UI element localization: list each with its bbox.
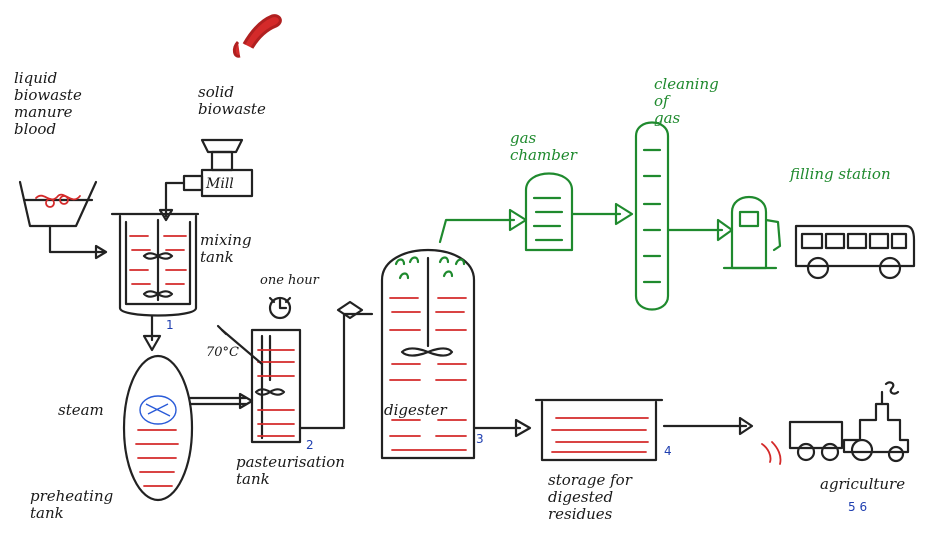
label-cleaning-of-gas: cleaning of gas bbox=[654, 75, 719, 127]
solid-biowaste-icon bbox=[232, 14, 282, 58]
pasteurisation-tank bbox=[216, 296, 374, 444]
gas-line bbox=[438, 121, 782, 311]
label-gas-chamber: gas chamber bbox=[510, 129, 577, 164]
liquid-hopper bbox=[18, 180, 108, 260]
label-filling-station: filling station bbox=[790, 165, 891, 183]
preheating-tank bbox=[122, 354, 254, 502]
label-solid-biowaste: solid biowaste bbox=[198, 83, 266, 118]
label-agriculture: agriculture bbox=[820, 475, 906, 493]
label-digester: digester bbox=[384, 401, 447, 419]
step-number-4: 4 bbox=[664, 444, 672, 458]
label-liquid-biowaste: liquid biowaste manure blood bbox=[14, 69, 82, 138]
label-temperature: 70°C bbox=[206, 345, 239, 360]
label-storage: storage for digested residues bbox=[548, 471, 632, 523]
label-pasteurisation-tank: pasteurisation tank bbox=[236, 453, 345, 488]
step-number-2: 2 bbox=[306, 438, 314, 452]
step-number-5-6: 5 6 bbox=[848, 500, 868, 514]
label-mixing-tank: mixing tank bbox=[200, 231, 252, 266]
label-preheating-tank: preheating tank bbox=[30, 487, 114, 522]
digester-tank bbox=[380, 248, 532, 460]
mixing-tank bbox=[110, 212, 200, 352]
bus-icon bbox=[794, 224, 916, 280]
label-mill: Mill bbox=[206, 176, 234, 192]
step-number-3: 3 bbox=[476, 432, 484, 446]
step-number-1: 1 bbox=[166, 318, 174, 332]
storage-basin bbox=[534, 398, 754, 462]
label-steam: steam bbox=[58, 401, 104, 419]
tractor-icon bbox=[761, 381, 910, 465]
label-one-hour: one hour bbox=[260, 273, 319, 288]
